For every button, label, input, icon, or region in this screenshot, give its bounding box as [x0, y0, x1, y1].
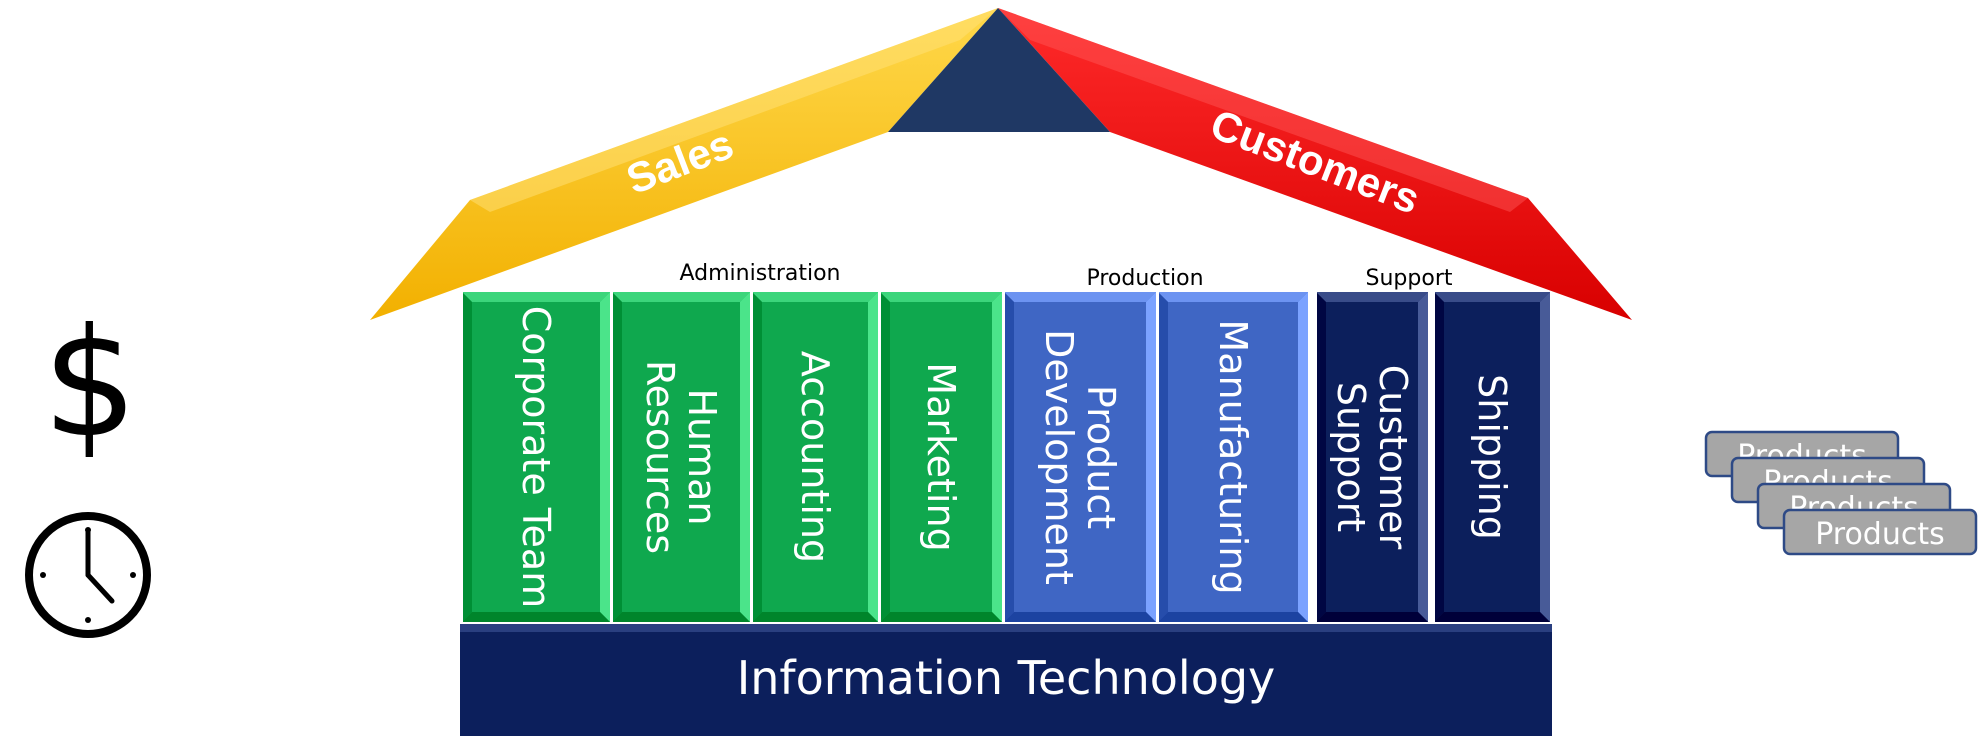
roof-right-customers — [998, 8, 1632, 320]
roof-left-highlight — [470, 8, 998, 212]
pillar-bevel-left — [1434, 292, 1444, 622]
pillar-label-line: Product — [1079, 385, 1123, 529]
pillar-label: ProductDevelopment — [1037, 329, 1123, 585]
pillar-bevel-right — [1418, 292, 1428, 622]
product-card-label: Products — [1815, 517, 1945, 552]
pillar-bevel-right — [740, 292, 750, 622]
pillar-bevel-right — [1540, 292, 1550, 622]
pillar-bevel-top — [752, 292, 878, 302]
pillar-bevel-right — [1298, 292, 1308, 622]
pillar-label-line: Corporate Team — [514, 306, 558, 608]
pillar-label-line: Manufacturing — [1211, 319, 1255, 594]
pillar-label-line: Marketing — [919, 362, 963, 551]
pillar-bevel-bottom — [612, 612, 750, 622]
pillar-body — [1434, 292, 1550, 622]
pillar-bevel-right — [992, 292, 1002, 622]
pillar-bevel-bottom — [1316, 612, 1428, 622]
pillar-bevel-left — [752, 292, 762, 622]
pillars: Corporate Team HumanResources Accounting Ma… — [461, 292, 1550, 622]
pillar-bevel-right — [600, 292, 610, 622]
pillar-label: HumanResources — [638, 360, 724, 554]
pillar-bevel-bottom — [1434, 612, 1550, 622]
pillar-bevel-left — [612, 292, 622, 622]
base-label: Information Technology — [737, 651, 1276, 705]
pillar-bevel-bottom — [462, 612, 610, 622]
product-card: Products — [1782, 508, 1978, 556]
pillar-body — [1158, 292, 1308, 622]
pillar-label: CustomerSupport — [1329, 365, 1415, 550]
pillar-customer-support: CustomerSupport — [1315, 292, 1428, 622]
pillar-body — [880, 292, 1002, 622]
pillar-bevel-top — [1158, 292, 1308, 302]
pillar-label: Manufacturing — [1211, 319, 1255, 594]
pillar-bevel-top — [1004, 292, 1156, 302]
base-block: Information Technology — [460, 624, 1552, 736]
pillar-bevel-bottom — [752, 612, 878, 622]
pillar-bevel-top — [880, 292, 1002, 302]
pillar-bevel-left — [1004, 292, 1014, 622]
clock-icon — [25, 512, 151, 638]
pillar-bevel-bottom — [1004, 612, 1156, 622]
pillar-bevel-top — [612, 292, 750, 302]
roof-right-highlight — [998, 8, 1528, 212]
pillar-label-line: Support — [1329, 382, 1373, 532]
pillar-product-development: ProductDevelopment — [1003, 292, 1156, 622]
pillar-label-line: Resources — [638, 360, 682, 554]
pillar-label: Corporate Team — [514, 306, 558, 608]
pillar-bevel-right — [1146, 292, 1156, 622]
pillar-manufacturing: Manufacturing — [1157, 292, 1308, 622]
group-label-administration: Administration — [680, 261, 841, 286]
pillar-accounting: Accounting — [751, 292, 878, 622]
pillar-bevel-bottom — [880, 612, 1002, 622]
pillar-body — [752, 292, 878, 622]
pillar-bevel-top — [1316, 292, 1428, 302]
pillar-label: Accounting — [793, 351, 837, 563]
pillar-label-line: Customer — [1371, 365, 1415, 550]
pillar-bevel-top — [462, 292, 610, 302]
pillar-shipping: Shipping — [1433, 292, 1550, 622]
pillar-label-line: Shipping — [1470, 374, 1514, 540]
dollar-icon: $ — [42, 297, 137, 471]
pillar-bevel-left — [1316, 292, 1326, 622]
roof-center — [888, 8, 1110, 132]
pillar-human-resources: HumanResources — [611, 292, 750, 622]
group-label-production: Production — [1086, 266, 1203, 291]
pillar-bevel-left — [1158, 292, 1168, 622]
pillar-label: Shipping — [1470, 374, 1514, 540]
pillar-body — [1316, 292, 1428, 622]
pillar-bevel-right — [868, 292, 878, 622]
pillar-body — [462, 292, 610, 622]
group-label-support: Support — [1366, 266, 1453, 291]
pillar-bevel-left — [880, 292, 890, 622]
pillar-marketing: Marketing — [879, 292, 1002, 622]
base-information-technology — [460, 624, 1552, 736]
roof-left-sales — [370, 8, 998, 320]
pillar-label: Marketing — [919, 362, 963, 551]
pillar-bevel-bottom — [1158, 612, 1308, 622]
pillar-label-line: Human — [680, 388, 724, 525]
pillar-bevel-left — [462, 292, 472, 622]
pillar-label-line: Development — [1037, 329, 1081, 585]
product-card-box — [1782, 508, 1978, 556]
base-top-bevel — [460, 624, 1552, 632]
pillar-corporate-team: Corporate Team — [461, 292, 610, 622]
pillar-body — [1004, 292, 1156, 622]
pillar-label-line: Accounting — [793, 351, 837, 563]
pillar-bevel-top — [1434, 292, 1550, 302]
pillar-body — [612, 292, 750, 622]
